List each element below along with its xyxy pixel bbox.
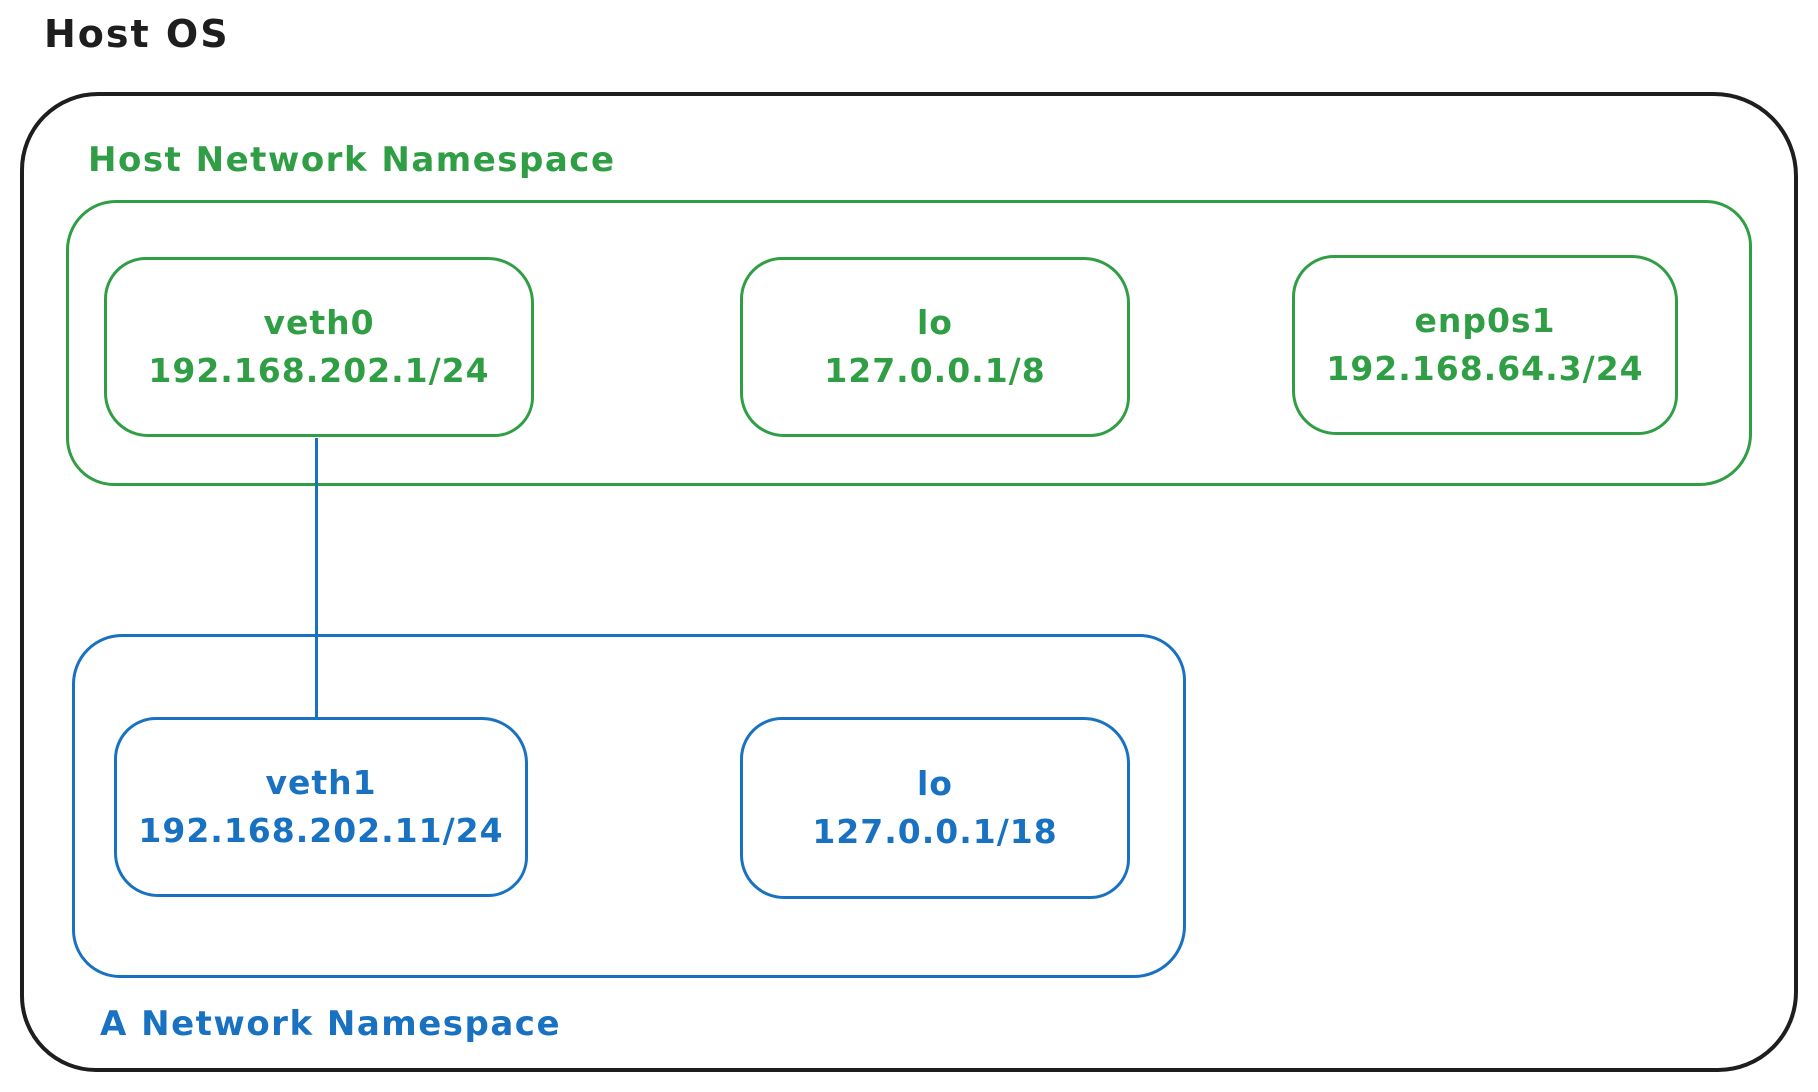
interface-name: enp0s1 <box>1414 301 1556 341</box>
a-network-namespace-container <box>72 634 1186 978</box>
interface-address: 127.0.0.1/18 <box>812 812 1058 851</box>
interface-address: 192.168.64.3/24 <box>1326 349 1644 388</box>
page-title: Host OS <box>44 12 230 56</box>
host-os-boundary <box>20 92 1798 1072</box>
interface-box-lo-a: lo 127.0.0.1/18 <box>740 717 1130 899</box>
host-network-namespace-container <box>66 200 1752 486</box>
a-network-namespace-label: A Network Namespace <box>100 1004 562 1044</box>
interface-name: lo <box>917 764 953 804</box>
interface-box-veth0: veth0 192.168.202.1/24 <box>104 257 534 437</box>
interface-address: 192.168.202.1/24 <box>148 351 490 390</box>
interface-name: veth0 <box>263 303 375 343</box>
interface-box-veth1: veth1 192.168.202.11/24 <box>114 717 528 897</box>
interface-name: lo <box>917 303 953 343</box>
interface-box-enp0s1: enp0s1 192.168.64.3/24 <box>1292 255 1678 435</box>
interface-address: 192.168.202.11/24 <box>138 811 504 850</box>
interface-name: veth1 <box>265 763 377 803</box>
host-network-namespace-label: Host Network Namespace <box>88 140 616 180</box>
interface-box-lo-host: lo 127.0.0.1/8 <box>740 257 1130 437</box>
veth-pair-connector-line <box>315 438 318 718</box>
interface-address: 127.0.0.1/8 <box>824 351 1046 390</box>
